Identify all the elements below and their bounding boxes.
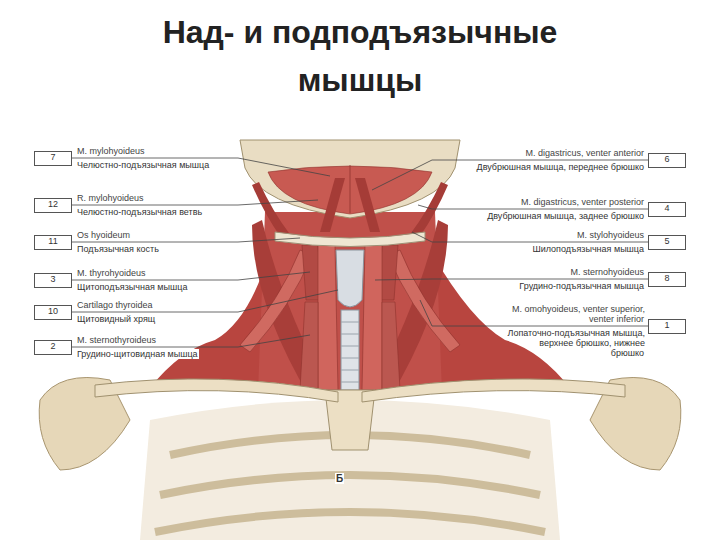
- callout-box: 12: [34, 198, 72, 213]
- part-label: M. digastricus, venter anterior: [439, 148, 645, 158]
- part-label-text: Os hyoideum: [76, 230, 131, 240]
- part-label-text: Грудино-щитовидная мышца: [76, 349, 199, 359]
- part-label-text: M. mylohyoideus: [76, 146, 146, 156]
- sternohyoid: [318, 245, 338, 390]
- digastric-anterior: [320, 178, 345, 232]
- part-label-text: Cartilago thyroidea: [76, 300, 154, 310]
- part-label: Двубрюшная мышца, переднее брюшко: [439, 162, 645, 172]
- callout-number: 11: [35, 236, 71, 247]
- callout-number: 5: [649, 236, 685, 247]
- callout-box: 2: [34, 340, 72, 355]
- part-label: M. omohyoideus, venter superior, venter …: [505, 304, 645, 324]
- part-label-text: Челюстно-подъязычная мышца: [76, 160, 210, 170]
- part-label: Челюстно-подъязычная ветвь: [76, 207, 236, 217]
- digastric-anterior: [355, 178, 380, 232]
- trachea-rings: [341, 322, 359, 382]
- part-label-text: Двубрюшная мышца, переднее брюшко: [476, 162, 645, 172]
- part-label-text: Челюстно-подъязычная ветвь: [76, 207, 203, 217]
- part-label: M. digastricus, venter posterior: [439, 197, 645, 207]
- part-label-text: M. thyrohyoideus: [76, 268, 147, 278]
- part-label-text: M. omohyoideus, venter superior, venter …: [511, 304, 645, 324]
- callout-number: 8: [649, 273, 685, 284]
- part-label-text: Двубрюшная мышца, заднее брюшко: [486, 211, 645, 221]
- callout-box: 11: [34, 235, 72, 250]
- callout-box: 6: [648, 153, 686, 168]
- clavicle: [362, 379, 625, 402]
- callout-number: 4: [649, 203, 685, 214]
- sternohyoid: [362, 245, 382, 390]
- callout-number: 2: [35, 341, 71, 352]
- part-label-text: M. digastricus, venter anterior: [524, 148, 645, 158]
- callout-number: 6: [649, 154, 685, 165]
- trapezius: [430, 250, 570, 388]
- stylohyoid: [252, 182, 289, 236]
- callout-number: 3: [35, 274, 71, 285]
- part-label: Лопаточно-подъязычная мышца, верхнее брю…: [505, 328, 645, 358]
- part-label: Двубрюшная мышца, заднее брюшко: [439, 211, 645, 221]
- part-label: M. sternohyoideus: [439, 267, 645, 277]
- part-label: Челюстно-подъязычная мышца: [76, 160, 236, 170]
- callout-number: 1: [649, 320, 685, 331]
- trachea: [341, 310, 359, 390]
- callout-box: 7: [34, 151, 72, 166]
- trapezius: [150, 250, 270, 388]
- sternothyroid: [300, 302, 318, 390]
- part-label: Подъязычная кость: [76, 244, 236, 254]
- part-label-text: Щитовидный хрящ: [76, 314, 156, 324]
- callout-box: 10: [34, 305, 72, 320]
- part-label-text: Лопаточно-подъязычная мышца, верхнее брю…: [507, 328, 646, 358]
- callout-number: 10: [35, 306, 71, 317]
- part-label: Cartilago thyroidea: [76, 300, 236, 310]
- part-label: Грудино-подъязычная мышца: [439, 281, 645, 291]
- part-label-text: M. stylohyoideus: [576, 230, 645, 240]
- callout-box: 4: [648, 202, 686, 217]
- part-label: M. mylohyoideus: [76, 146, 236, 156]
- callout-box: 5: [648, 235, 686, 250]
- part-label-text: Щитоподъязычная мышца: [76, 282, 188, 292]
- part-label-text: M. sternothyroideus: [76, 335, 157, 345]
- part-label: R. mylohyoideus: [76, 193, 236, 203]
- part-label: M. thyrohyoideus: [76, 268, 236, 278]
- part-label-text: M. digastricus, venter posterior: [520, 197, 645, 207]
- rib: [160, 475, 540, 495]
- mandible: [240, 140, 460, 218]
- part-label-text: R. mylohyoideus: [76, 193, 145, 203]
- thyroid-cartilage: [336, 250, 364, 307]
- part-label: Щитоподъязычная мышца: [76, 282, 236, 292]
- callout-box: 8: [648, 272, 686, 287]
- part-label-text: Б: [335, 473, 344, 484]
- raphe: [350, 165, 351, 213]
- sternothyroid: [382, 302, 400, 390]
- callout-number: 12: [35, 199, 71, 210]
- callout-box: 3: [34, 273, 72, 288]
- omohyoid: [388, 250, 460, 352]
- rib: [155, 512, 545, 532]
- callout-box: 1: [648, 319, 686, 334]
- clavicle: [95, 379, 338, 402]
- part-label: M. sternothyroideus: [76, 335, 236, 345]
- mylohyoid: [268, 166, 432, 214]
- part-label: M. stylohyoideus: [439, 230, 645, 240]
- hyoid-bone: [275, 232, 425, 247]
- part-label: Грудино-щитовидная мышца: [76, 349, 236, 359]
- diagram-title: Над- и подподъязычные мышцы: [120, 8, 600, 104]
- part-label: Os hyoideum: [76, 230, 236, 240]
- part-label-text: M. sternohyoideus: [569, 267, 645, 277]
- figure-letter: Б: [335, 474, 344, 484]
- callout-number: 7: [35, 152, 71, 163]
- part-label-text: Шилоподъязычная мышца: [531, 244, 645, 254]
- part-label-text: Подъязычная кость: [76, 244, 160, 254]
- part-label-text: Грудино-подъязычная мышца: [518, 281, 645, 291]
- leader-lines: [72, 158, 648, 347]
- part-label: Щитовидный хрящ: [76, 314, 236, 324]
- part-label: Шилоподъязычная мышца: [439, 244, 645, 254]
